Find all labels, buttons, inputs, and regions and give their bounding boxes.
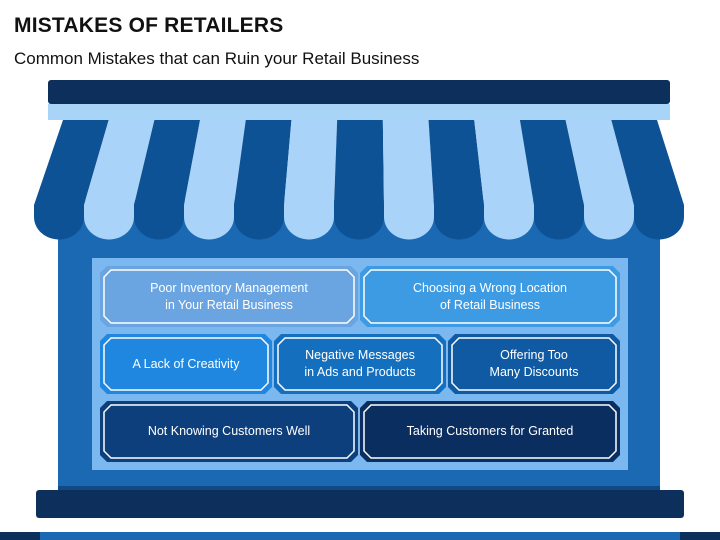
awning-scallop	[634, 205, 684, 240]
mistake-panel-inner	[451, 337, 617, 391]
store-base	[36, 490, 684, 518]
awning-stripe	[382, 120, 434, 205]
facade-strip	[48, 104, 670, 120]
awning-scallop	[334, 205, 384, 240]
mistake-panel-inner	[103, 269, 355, 324]
awning-stripe	[34, 120, 109, 205]
awning-scallop	[184, 205, 234, 240]
awning-stripe	[84, 120, 155, 205]
awning-scallop	[434, 205, 484, 240]
awning-stripe	[234, 120, 292, 205]
page-title: MISTAKES OF RETAILERS	[14, 14, 284, 37]
mistake-panel-inner	[103, 337, 269, 391]
awning-stripe	[611, 120, 684, 205]
page-subtitle: Common Mistakes that can Ruin your Retai…	[14, 49, 420, 68]
roof-bar	[48, 80, 670, 104]
awning-scallop	[234, 205, 284, 240]
awning-scallop	[484, 205, 534, 240]
mistake-negative-messages: Negative Messages in Ads and Products	[304, 348, 416, 379]
awning-scallop	[534, 205, 584, 240]
awning-stripe	[334, 120, 384, 205]
mistake-panel-inner	[103, 404, 355, 459]
awning-stripe	[519, 120, 584, 205]
awning-stripe	[134, 120, 201, 205]
mistake-taking-customers-granted: Taking Customers for Granted	[406, 424, 574, 438]
mistake-not-knowing-customers: Not Knowing Customers Well	[147, 424, 311, 438]
awning-scallop	[584, 205, 634, 240]
mistake-wrong-location: Choosing a Wrong Location of Retail Busi…	[412, 280, 568, 312]
mistake-panel-inner	[363, 269, 617, 324]
mistake-too-many-discounts: Offering Too Many Discounts	[489, 348, 579, 379]
mistake-poor-inventory: Poor Inventory Management in Your Retail…	[150, 280, 308, 312]
awning-stripe	[284, 120, 338, 205]
bottom-accent-bar	[0, 532, 720, 540]
awning-scallop	[134, 205, 184, 240]
wall-shadow	[58, 486, 660, 490]
awning-stripe	[474, 120, 534, 205]
awning-scallop	[384, 205, 434, 240]
awning-stripe	[184, 120, 246, 205]
mistake-panel-inner	[363, 404, 617, 459]
awning-scallop	[284, 205, 334, 240]
mistake-lack-of-creativity: A Lack of Creativity	[132, 356, 240, 371]
awning-stripe	[565, 120, 634, 205]
awning-scallop	[84, 205, 134, 240]
awning-scallop	[34, 205, 84, 240]
mistake-panel-inner	[277, 337, 443, 391]
awning-stripe	[428, 120, 484, 205]
